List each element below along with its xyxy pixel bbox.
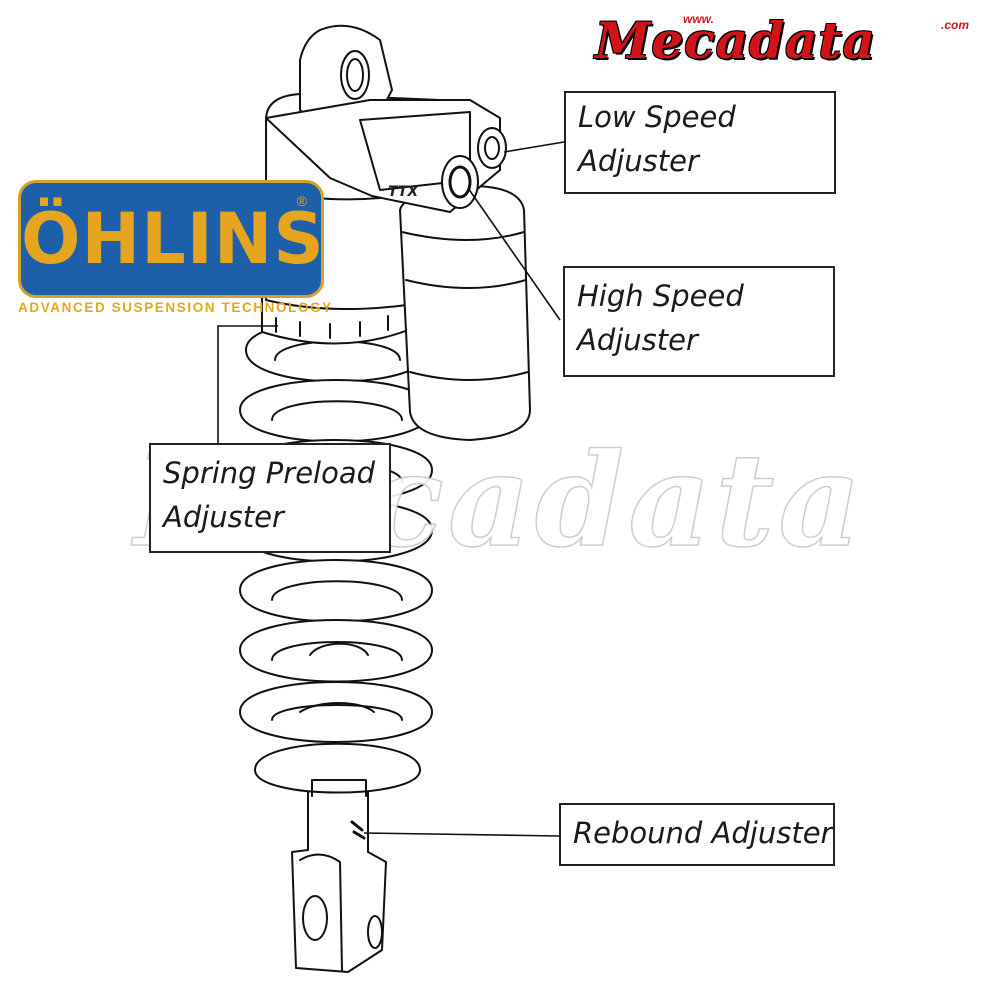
callout-spring-preload-adjuster: Spring Preload Adjuster — [149, 443, 391, 553]
callout-rebound-adjuster: Rebound Adjuster — [559, 803, 835, 866]
callout-high-speed-line2: Adjuster — [577, 323, 698, 357]
low-speed-adjuster-knob — [477, 127, 507, 169]
lower-clevis — [291, 779, 387, 973]
high-speed-adjuster-knob — [441, 155, 479, 209]
leader-rebound — [363, 832, 560, 837]
callout-spring-preload-line2: Adjuster — [163, 500, 284, 534]
mecadata-logo-word: Mecadata — [595, 11, 876, 70]
mecadata-logo-suffix: .com — [941, 18, 970, 32]
callout-low-speed-line1: Low Speed — [578, 100, 736, 134]
ohlins-tagline: ADVANCED SUSPENSION TECHNOLOGY — [18, 300, 333, 315]
callout-high-speed-adjuster: High Speed Adjuster — [563, 266, 835, 377]
callout-rebound-line1: Rebound Adjuster — [573, 816, 833, 850]
ohlins-logo: ÖHLINS ® — [18, 180, 324, 298]
registered-mark: ® — [296, 193, 307, 209]
leader-low-speed — [503, 141, 565, 153]
ttx-mark: TTX — [388, 184, 419, 200]
reservoir-canister — [399, 185, 531, 441]
leader-spring-preload — [217, 325, 278, 443]
mecadata-logo-prefix: www. — [683, 12, 714, 26]
callout-low-speed-line2: Adjuster — [578, 144, 699, 178]
callout-low-speed-adjuster: Low Speed Adjuster — [564, 91, 836, 194]
coil-spring — [237, 319, 433, 794]
leader-high-speed — [467, 187, 561, 321]
ohlins-logo-text: ÖHLINS — [21, 198, 325, 280]
mecadata-logo: www. Mecadata .com — [585, 8, 995, 70]
callout-high-speed-line1: High Speed — [577, 279, 744, 313]
damper-shaft — [311, 779, 367, 797]
callout-spring-preload-line1: Spring Preload — [163, 456, 376, 490]
